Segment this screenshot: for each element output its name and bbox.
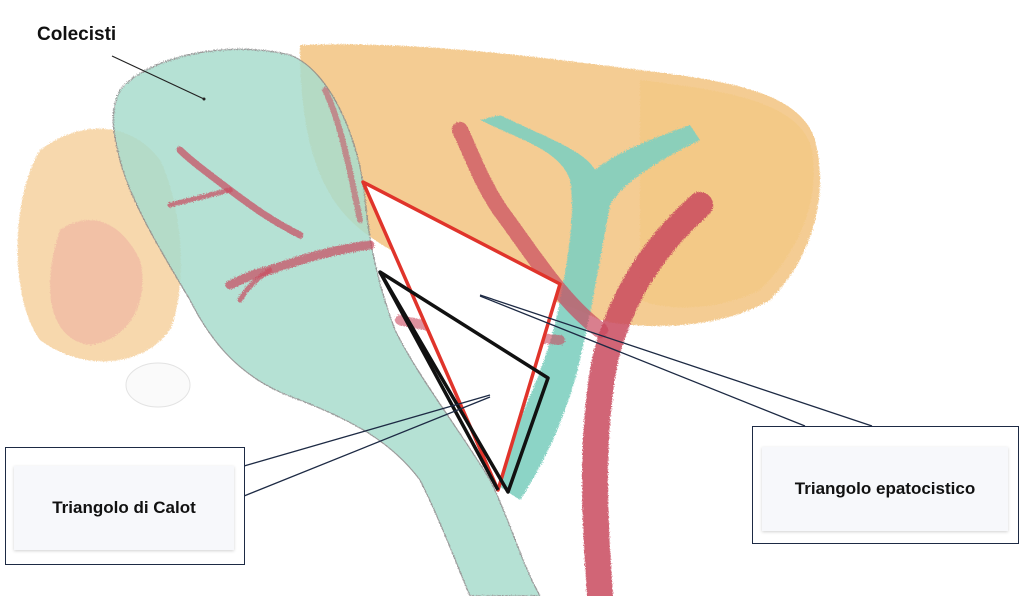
calot-triangle bbox=[378, 270, 550, 494]
calot-triangle-edge bbox=[378, 271, 500, 491]
hepatocystic-callout-lines bbox=[479, 294, 873, 427]
calot-label: Triangolo di Calot bbox=[14, 466, 234, 550]
gallbladder-pointer-dot bbox=[202, 97, 206, 101]
gallbladder-label: Colecisti bbox=[37, 24, 117, 45]
hepatocystic-triangle bbox=[361, 180, 562, 492]
hepatocystic-label: Triangolo epatocistico bbox=[762, 447, 1008, 531]
small-oval-illustration bbox=[125, 362, 191, 408]
gallbladder-pointer bbox=[111, 55, 205, 100]
calot-callout-lines bbox=[243, 394, 491, 497]
